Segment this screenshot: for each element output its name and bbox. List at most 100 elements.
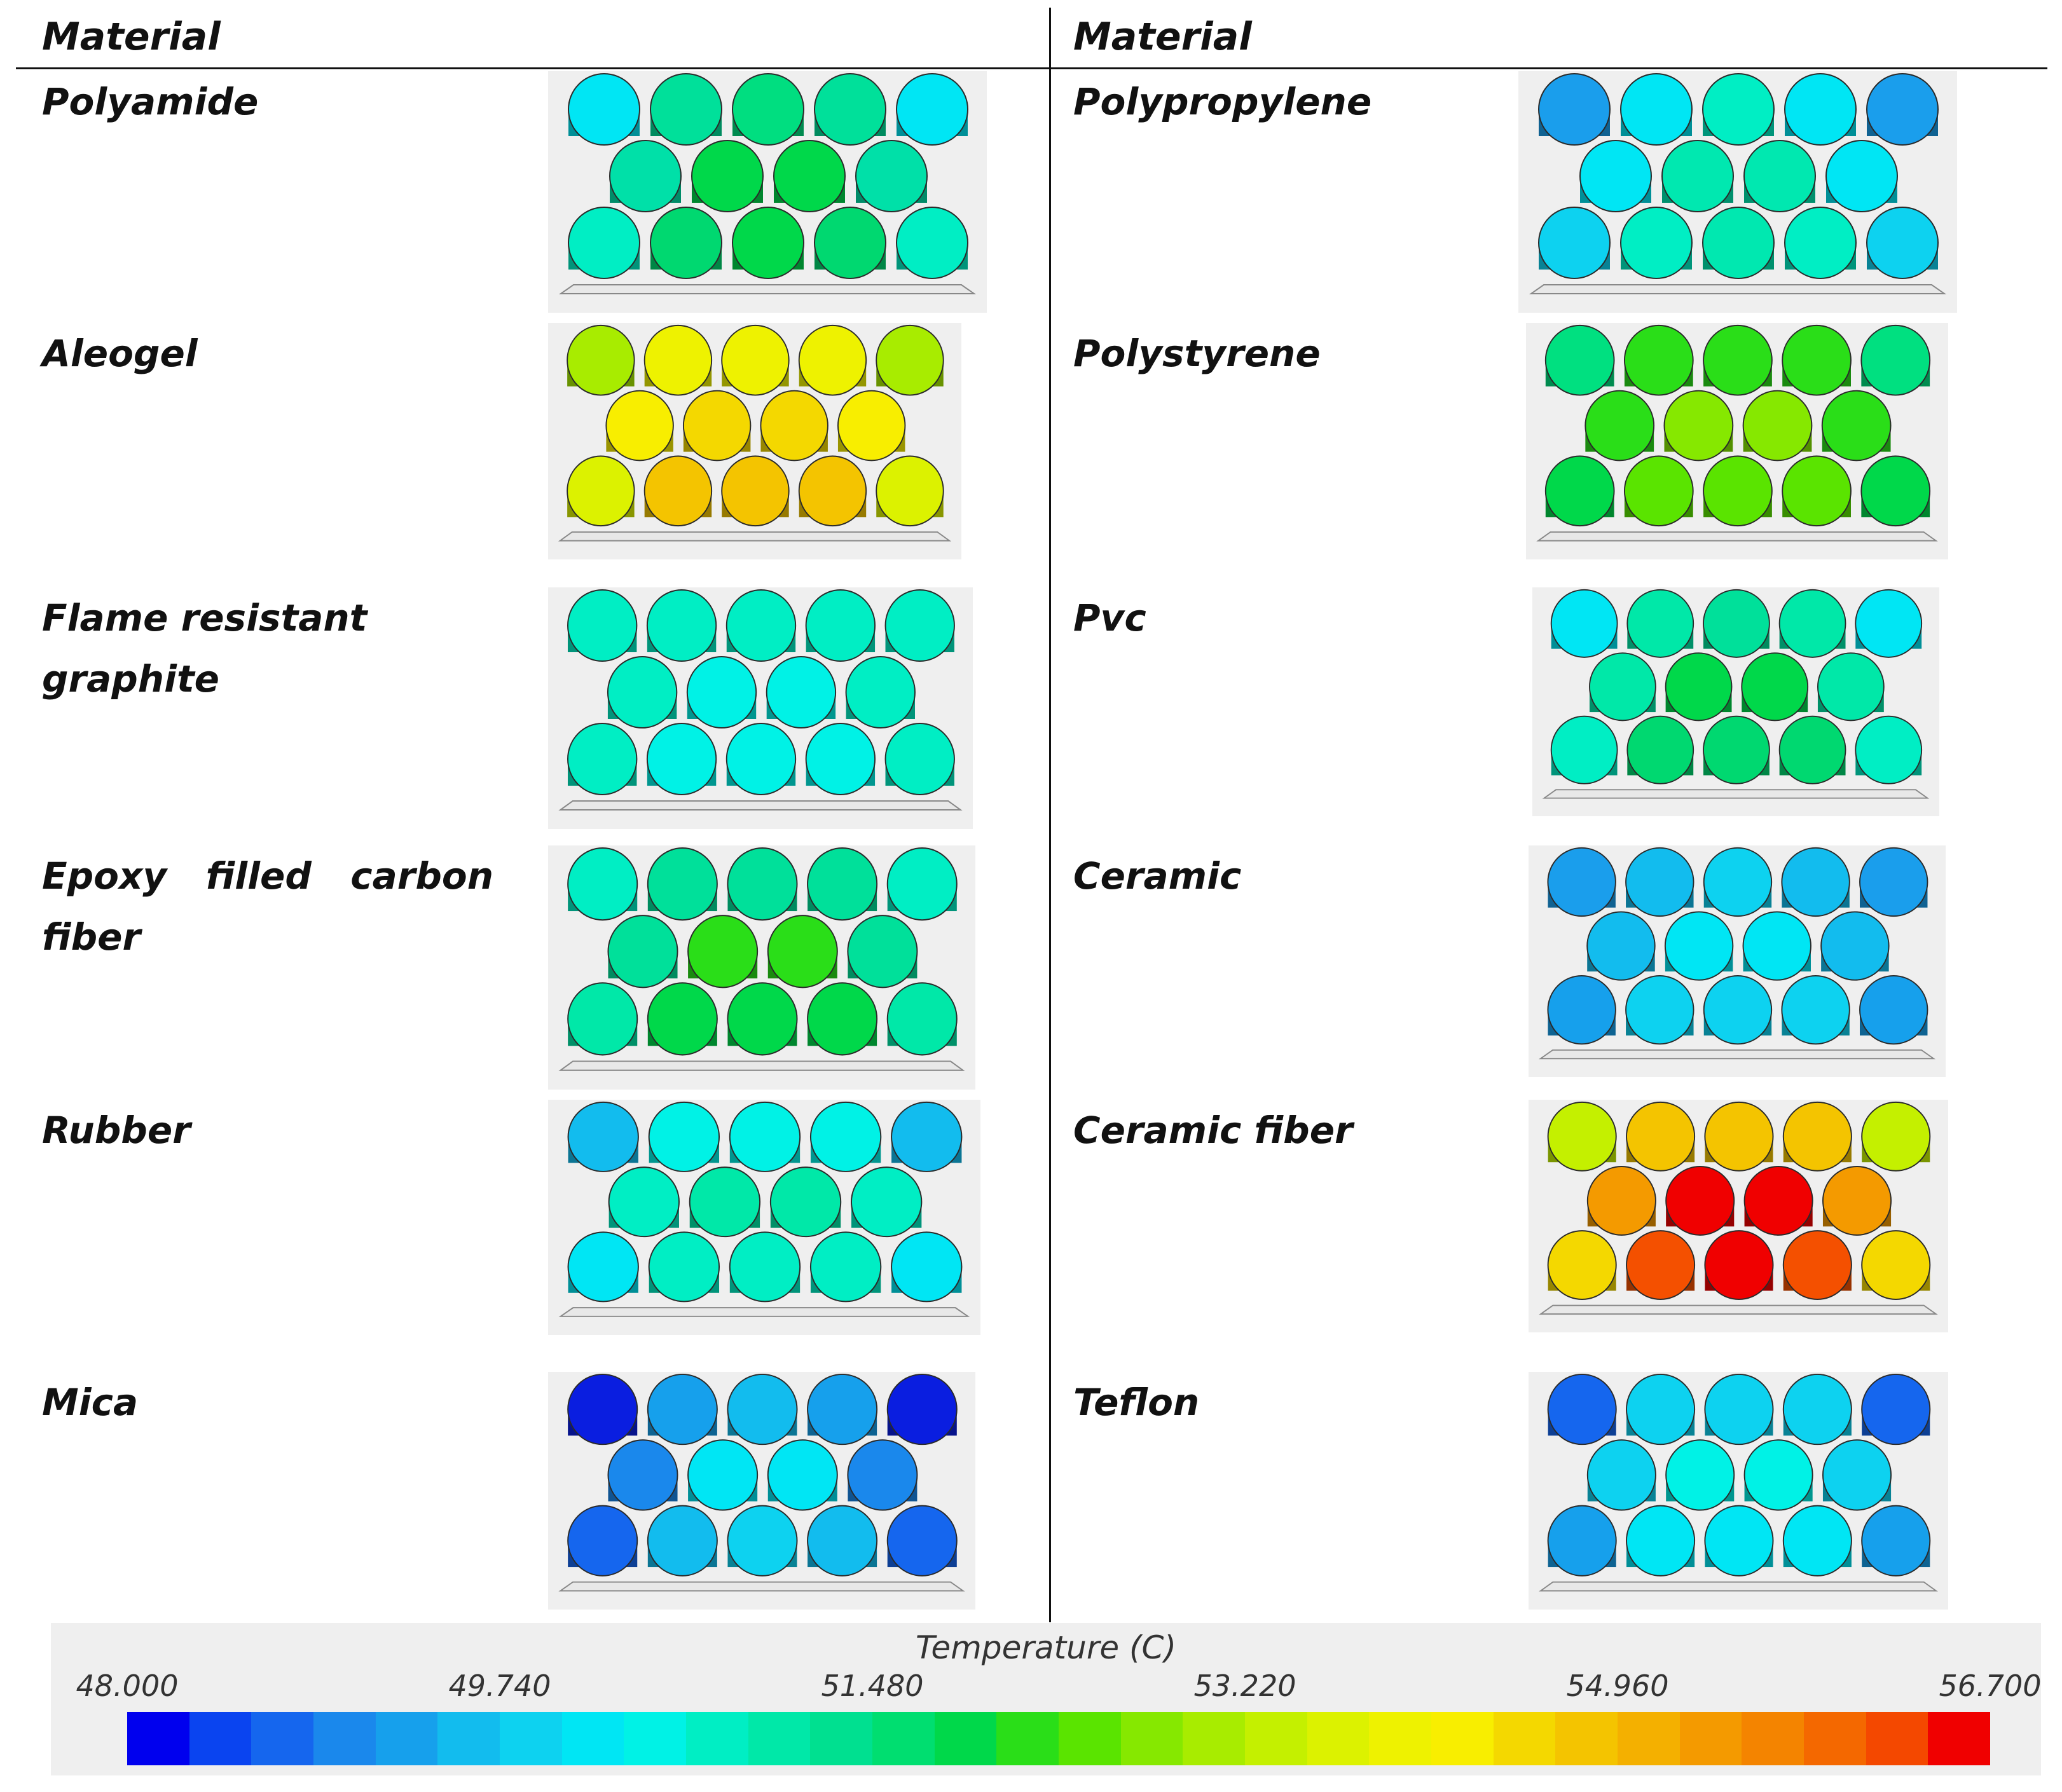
cylinder xyxy=(1820,911,1890,981)
cylinder xyxy=(650,207,722,279)
cylinder xyxy=(1547,1373,1617,1446)
cylinder xyxy=(1702,73,1775,146)
legend-swatch-11 xyxy=(810,1712,873,1765)
cylinder xyxy=(648,1101,720,1172)
cylinder xyxy=(1547,847,1616,917)
cylinder xyxy=(1589,652,1656,722)
material-name-flame-resistant-graphite: Flame resistant graphite xyxy=(42,596,368,701)
cylinder xyxy=(605,390,674,462)
cylinder xyxy=(798,324,867,396)
cylinder xyxy=(891,1231,963,1303)
cylinder xyxy=(847,1439,918,1511)
cylinder xyxy=(896,207,968,279)
cylinder xyxy=(807,1505,878,1577)
base-plate xyxy=(558,1307,970,1317)
legend-swatch-19 xyxy=(1307,1712,1370,1765)
cylinder xyxy=(876,324,944,396)
panel-flame-resistant-graphite xyxy=(548,587,973,829)
cylinder xyxy=(608,1166,680,1238)
cylinder xyxy=(1620,207,1693,279)
cylinder xyxy=(1704,1373,1774,1446)
panel-polystyrene xyxy=(1526,323,1948,559)
cylinder xyxy=(1859,847,1928,917)
cylinder xyxy=(807,982,878,1056)
cylinder xyxy=(814,207,886,279)
cylinder xyxy=(687,1439,759,1511)
cylinder xyxy=(567,982,638,1056)
legend-swatch-20 xyxy=(1369,1712,1432,1765)
cylinder xyxy=(1665,1166,1735,1236)
base-plate xyxy=(558,531,952,542)
cylinder xyxy=(1782,1505,1852,1577)
material-name-polystyrene: Polystyrene xyxy=(1073,332,1321,375)
cylinder xyxy=(807,847,878,921)
cylinder xyxy=(1781,847,1850,917)
cylinder xyxy=(1623,455,1694,527)
cylinder xyxy=(1704,1101,1774,1172)
panel-ceramic xyxy=(1529,845,1946,1077)
cylinder-bundle-graphic xyxy=(558,1101,970,1317)
material-name-polypropylene: Polypropylene xyxy=(1073,80,1372,123)
cylinder xyxy=(648,1231,720,1303)
cylinder xyxy=(686,656,757,728)
cylinder xyxy=(1625,975,1694,1045)
cylinder xyxy=(1703,589,1770,658)
cylinder xyxy=(732,207,804,279)
legend-swatch-24 xyxy=(1618,1712,1680,1765)
cylinder xyxy=(1861,1230,1931,1300)
cylinder xyxy=(809,1231,882,1303)
cylinder-bundle-graphic xyxy=(558,324,952,542)
cylinder xyxy=(567,1231,639,1303)
cylinder xyxy=(1861,1101,1931,1172)
cylinder xyxy=(1860,324,1931,396)
base-plate xyxy=(1539,1581,1938,1592)
cylinder xyxy=(689,1166,761,1238)
cylinder-bundle-graphic xyxy=(558,847,965,1071)
left-header: Material xyxy=(42,15,221,59)
cylinder xyxy=(855,140,928,212)
cylinder xyxy=(727,982,798,1056)
cylinder xyxy=(1544,324,1615,396)
cylinder xyxy=(1586,1439,1656,1511)
legend-swatch-21 xyxy=(1431,1712,1494,1765)
cylinder xyxy=(725,589,797,662)
cylinder-bundle-graphic xyxy=(558,1373,965,1592)
cylinder xyxy=(732,73,804,146)
panel-teflon xyxy=(1529,1372,1948,1610)
cylinder xyxy=(1861,1373,1931,1446)
cylinder xyxy=(1626,589,1694,658)
cylinder xyxy=(876,455,944,527)
legend-swatch-5 xyxy=(437,1712,500,1765)
cylinder xyxy=(650,73,722,146)
cylinder xyxy=(1704,1505,1774,1577)
cylinder xyxy=(1782,455,1852,527)
material-name-ceramic: Ceramic xyxy=(1073,854,1242,898)
cylinder xyxy=(727,1505,798,1577)
cylinder xyxy=(1550,589,1618,658)
cylinder xyxy=(647,1505,718,1577)
cylinder-bundle-graphic xyxy=(1538,847,1936,1060)
cylinder xyxy=(1743,1166,1813,1236)
legend-swatch-27 xyxy=(1804,1712,1866,1765)
legend-swatch-23 xyxy=(1555,1712,1618,1765)
base-plate xyxy=(1538,1049,1936,1060)
material-name-polyamide: Polyamide xyxy=(42,80,259,123)
cylinder xyxy=(767,915,838,988)
base-plate xyxy=(1539,1304,1938,1315)
legend-swatch-12 xyxy=(872,1712,935,1765)
cylinder xyxy=(886,982,958,1056)
cylinder xyxy=(729,1231,801,1303)
cylinder xyxy=(609,140,682,212)
cylinder xyxy=(729,1101,801,1172)
cylinder xyxy=(643,324,713,396)
cylinder xyxy=(1547,1505,1617,1577)
cylinder xyxy=(1782,1373,1852,1446)
cylinder xyxy=(886,1373,958,1446)
cylinder xyxy=(727,847,798,921)
cylinder xyxy=(884,589,955,662)
cylinder xyxy=(805,723,876,795)
cylinder xyxy=(682,390,752,462)
legend-swatch-6 xyxy=(500,1712,562,1765)
panel-polypropylene xyxy=(1518,71,1957,313)
cylinder xyxy=(1538,207,1611,279)
